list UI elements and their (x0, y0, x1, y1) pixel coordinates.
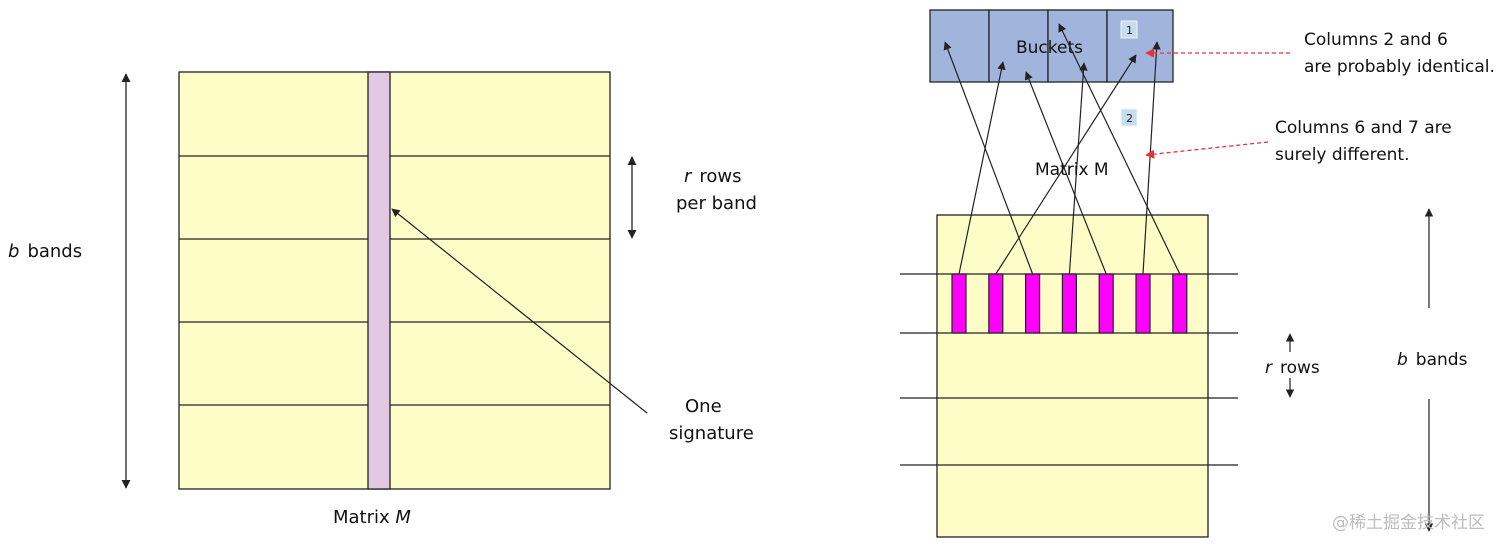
tag-2-text: 2 (1126, 112, 1133, 125)
signature-label-line2: signature (669, 423, 754, 444)
hash-arrows (943, 23, 1181, 275)
right-diagram: Buckets Matrix M 1 2 Columns 2 and 6 are… (900, 9, 1495, 538)
note-identical-line1: Columns 2 and 6 (1304, 30, 1448, 50)
bucket (929, 9, 990, 83)
band-column-5 (1098, 273, 1114, 334)
hash-arrow-column-1 (958, 61, 1006, 275)
note-identical-line2: are probably identical. (1304, 57, 1495, 77)
left-matrix (178, 71, 611, 490)
band-column-3 (1024, 273, 1041, 334)
signature-label-line1: One (685, 396, 722, 417)
buckets-label: Buckets (1016, 38, 1083, 58)
tag-1-text: 1 (1126, 24, 1133, 37)
signature-column (367, 71, 391, 490)
right-matrix-label: Matrix M (1035, 160, 1109, 180)
signature-pointer-arrow (391, 208, 648, 414)
watermark: @稀土掘金技术社区 (1332, 513, 1485, 533)
band-column-1 (951, 273, 967, 334)
hash-arrow-column-5 (1024, 71, 1107, 275)
left-matrix-label: Matrix M (333, 507, 411, 528)
note-different-line2: surely different. (1275, 145, 1410, 165)
left-band-dividers (179, 155, 610, 406)
band-columns (951, 273, 1188, 334)
tag-1: 1 (1120, 20, 1138, 39)
band-column-6 (1135, 273, 1151, 334)
hash-arrow-column-3 (943, 41, 1034, 275)
different-note-pointer (1145, 141, 1269, 159)
tag-2: 2 (1120, 108, 1138, 127)
hash-arrow-column-4 (1068, 62, 1088, 275)
note-different-line1: Columns 6 and 7 are (1275, 118, 1452, 138)
left-rows-label-line2: per band (676, 193, 757, 214)
right-matrix (936, 214, 1209, 538)
band-column-2 (988, 273, 1004, 334)
band-column-7 (1172, 273, 1188, 334)
band-column-4 (1061, 273, 1078, 334)
bucket (1047, 9, 1108, 83)
bucket (1106, 9, 1174, 83)
hash-arrow-column-7 (1058, 23, 1181, 275)
